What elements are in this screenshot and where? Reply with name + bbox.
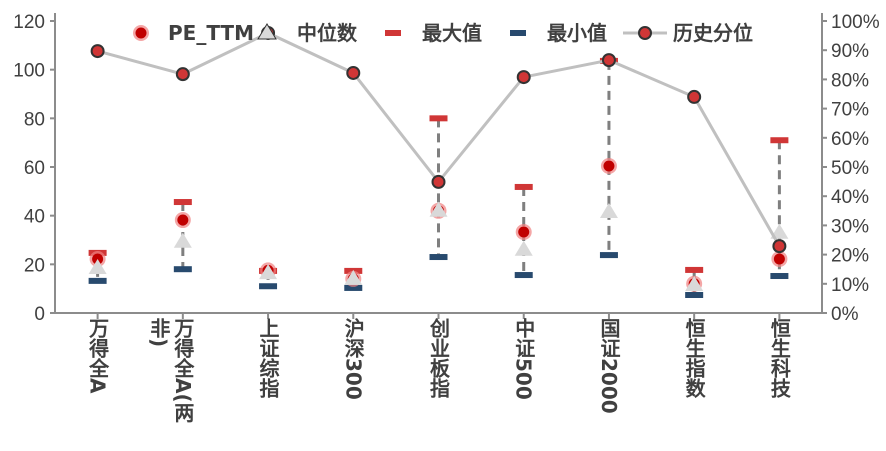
max-marker (770, 137, 789, 144)
legend-max-icon (385, 30, 401, 36)
min-marker (599, 252, 618, 259)
median-marker (429, 201, 448, 217)
right-tick-label: 20% (831, 246, 869, 267)
median-marker (173, 232, 192, 248)
pe-marker (603, 160, 615, 172)
pe-marker (177, 214, 189, 226)
x-tick-label: 万得全A(两非) (146, 318, 195, 423)
x-tick-label: 创业板指 (426, 318, 451, 398)
median-marker (259, 264, 278, 280)
legend-percentile-label: 历史分位 (673, 21, 753, 45)
legend-min-icon (510, 30, 526, 36)
left-tick-label: 60 (24, 158, 45, 179)
legend-pe-label: PE_TTM (168, 21, 254, 45)
pe-marker (518, 226, 530, 238)
min-marker (259, 283, 278, 290)
median-marker (344, 269, 363, 285)
percentile-marker (516, 70, 531, 85)
percentile-marker (90, 44, 105, 59)
legend-min-label: 最小值 (547, 21, 607, 45)
min-marker (514, 272, 533, 279)
percentile-marker (601, 53, 616, 68)
right-tick-label: 90% (831, 41, 869, 62)
right-tick-label: 40% (831, 187, 869, 208)
right-tick-label: 70% (831, 100, 869, 121)
legend-max-label: 最大值 (422, 21, 482, 45)
x-tick-label: 中证500 (511, 318, 536, 400)
min-marker (173, 266, 192, 273)
right-tick-label: 80% (831, 70, 869, 91)
max-marker (429, 115, 448, 122)
min-marker (344, 284, 363, 291)
right-tick-label: 100% (831, 12, 880, 33)
left-tick-label: 120 (13, 12, 45, 33)
max-marker (514, 183, 533, 190)
median-marker (685, 276, 704, 292)
median-marker (770, 223, 789, 239)
pe-marker (92, 253, 104, 265)
legend-pe-icon (135, 27, 147, 39)
left-tick-label: 40 (24, 207, 45, 228)
percentile-marker (431, 174, 446, 189)
max-marker (685, 266, 704, 273)
percentile-marker (772, 239, 787, 254)
right-tick-label: 30% (831, 216, 869, 237)
right-tick-label: 60% (831, 129, 869, 150)
percentile-marker (175, 67, 190, 82)
median-marker (514, 240, 533, 256)
left-tick-label: 0 (34, 304, 45, 325)
median-marker (88, 258, 107, 274)
min-marker (685, 291, 704, 298)
median-marker (599, 203, 618, 219)
x-tick-label: 沪深300 (341, 318, 366, 400)
right-tick-label: 50% (831, 158, 869, 179)
legend-median-label: 中位数 (297, 21, 358, 45)
x-tick-label: 国证2000 (596, 318, 621, 414)
x-tick-label: 恒生科技 (767, 318, 792, 398)
min-marker (88, 277, 107, 284)
percentile-marker (346, 65, 361, 80)
percentile-marker (687, 89, 702, 104)
legend-median-icon (257, 23, 277, 40)
min-marker (429, 254, 448, 261)
legend-percentile-icon (638, 26, 652, 40)
left-tick-label: 80 (24, 109, 45, 130)
right-tick-label: 0% (831, 304, 859, 325)
left-tick-label: 100 (13, 61, 45, 82)
max-marker (173, 199, 192, 206)
x-tick-label: 恒生指数 (682, 318, 707, 398)
left-tick-label: 20 (24, 255, 45, 276)
x-tick-label: 万得全A (85, 318, 110, 394)
pe-marker (773, 253, 785, 265)
right-tick-label: 10% (831, 275, 869, 296)
x-tick-label: 上证综指 (256, 318, 281, 398)
min-marker (770, 273, 789, 280)
